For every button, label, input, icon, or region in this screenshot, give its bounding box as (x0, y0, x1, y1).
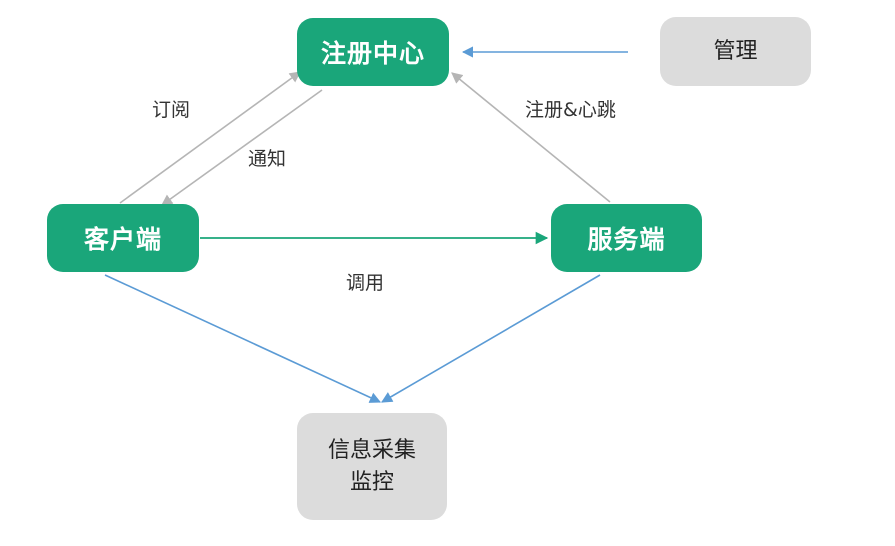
monitor-node: 信息采集 监控 (297, 413, 447, 520)
subscribe-label: 订阅 (152, 99, 191, 121)
notify-arrow (161, 89, 323, 206)
subscribe-arrow (119, 71, 301, 204)
client-node: 客户端 (47, 204, 199, 272)
server-to-monitor-arrow (381, 274, 601, 403)
client-to-monitor-arrow (104, 274, 382, 403)
manage-label: 管理 (713, 38, 758, 64)
monitor-label-line1: 信息采集 (327, 437, 416, 463)
server-node: 服务端 (551, 204, 702, 272)
register-heartbeat-arrow (451, 72, 611, 203)
notify-label: 通知 (248, 148, 287, 170)
manage-node: 管理 (660, 17, 811, 86)
register-heartbeat-label: 注册&心跳 (525, 99, 616, 121)
invoke-label: 调用 (346, 272, 385, 294)
registry-node: 注册中心 (297, 18, 449, 86)
monitor-label-line2: 监控 (349, 469, 394, 495)
client-label: 客户端 (83, 225, 162, 254)
server-label: 服务端 (587, 225, 666, 254)
registry-label: 注册中心 (320, 39, 425, 68)
